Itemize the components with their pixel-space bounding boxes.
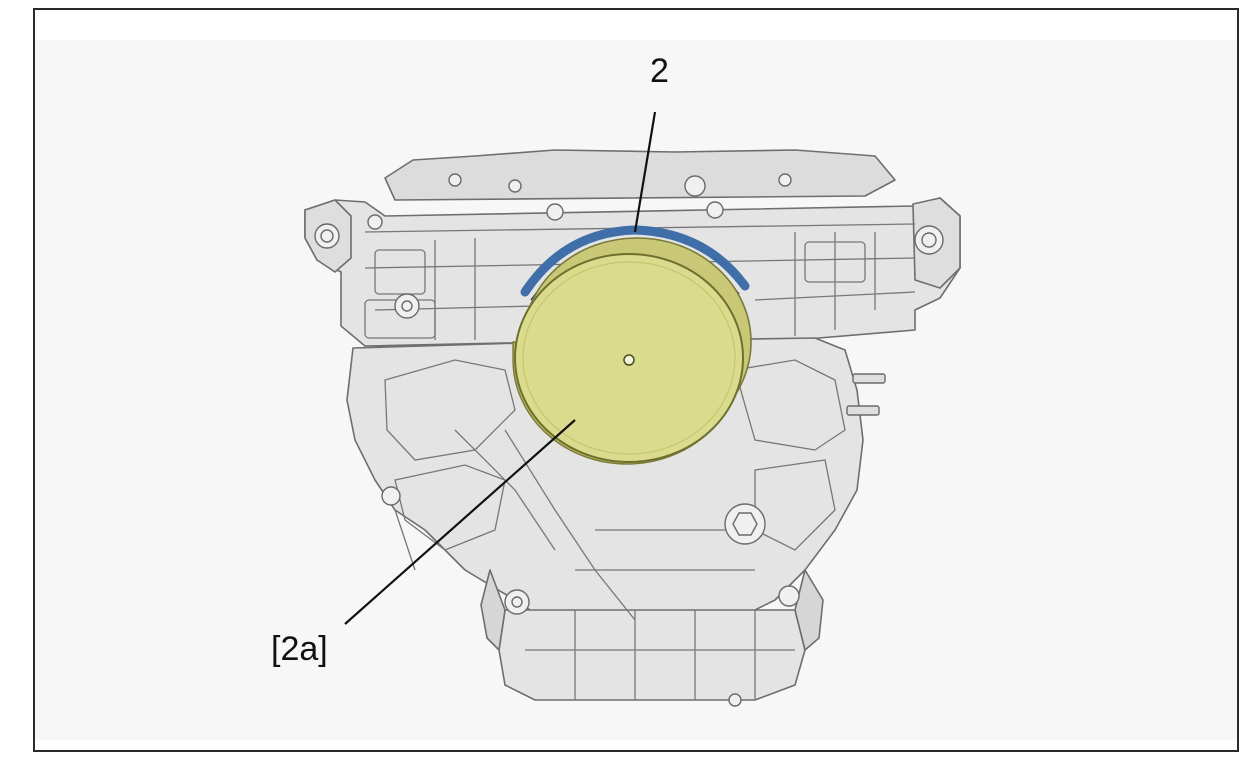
- leader-line-2: [633, 111, 657, 233]
- engine-block-illustration: [35, 40, 1237, 740]
- callout-label-seal: 2: [650, 52, 669, 90]
- leader-lines: [344, 111, 657, 625]
- seal-installer-tool: [512, 237, 752, 465]
- leader-line-2a: [344, 419, 576, 625]
- studs: [846, 373, 886, 416]
- figure-frame: 2 [2a]: [33, 8, 1239, 752]
- callout-label-tool: [2a]: [271, 630, 328, 668]
- bolts: [314, 173, 944, 707]
